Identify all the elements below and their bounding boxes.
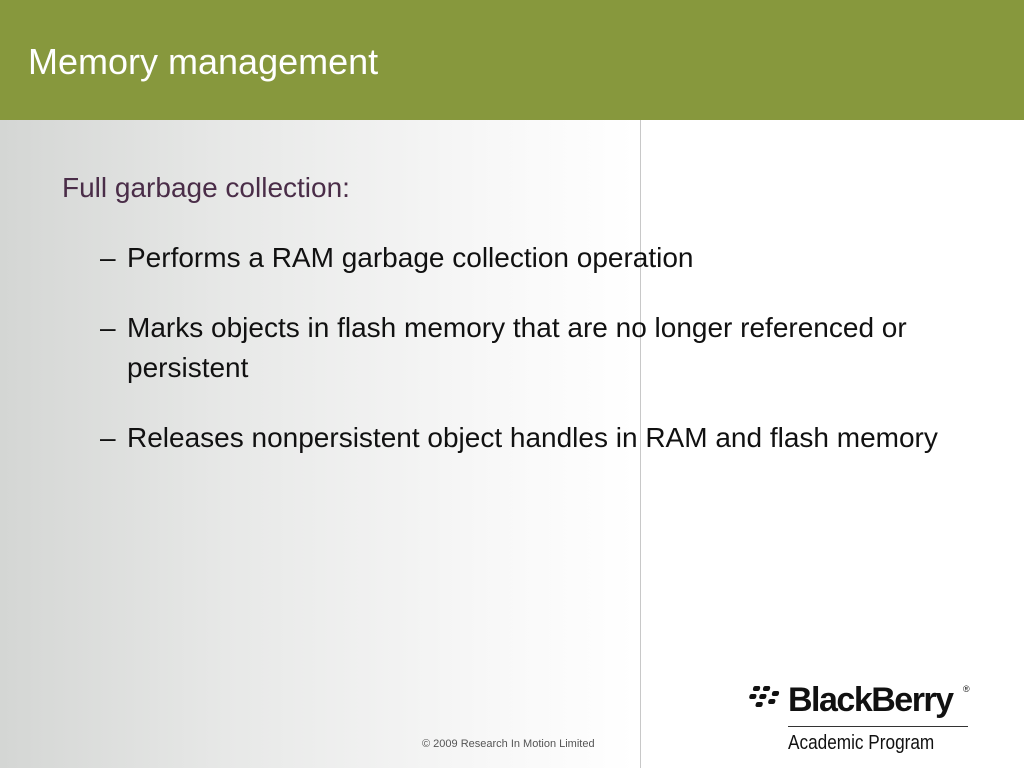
bullet-dash: – <box>100 312 116 343</box>
logo-wordmark: BlackBerry <box>788 681 954 719</box>
content-heading: Full garbage collection: <box>62 172 350 203</box>
slide-title: Memory management <box>28 41 379 82</box>
bullet-text: Marks objects in flash memory that are n… <box>127 312 907 383</box>
title-bar: Memory management <box>0 0 1024 120</box>
logo-registered-mark: ® <box>963 684 970 694</box>
divider-line <box>640 120 641 768</box>
bullet-text: Releases nonpersistent object handles in… <box>127 422 938 453</box>
logo-subtitle: Academic Program <box>788 732 935 754</box>
blackberry-logo-icon <box>749 686 780 707</box>
blackberry-logo: BlackBerry ® Academic Program <box>748 678 978 758</box>
bullet-list: – Performs a RAM garbage collection oper… <box>100 238 940 488</box>
bullet-text: Performs a RAM garbage collection operat… <box>127 242 694 273</box>
logo-divider <box>788 726 968 727</box>
list-item: – Marks objects in flash memory that are… <box>100 308 940 388</box>
list-item: – Releases nonpersistent object handles … <box>100 418 940 458</box>
bullet-dash: – <box>100 242 116 273</box>
bullet-dash: – <box>100 422 116 453</box>
list-item: – Performs a RAM garbage collection oper… <box>100 238 940 278</box>
copyright-notice: © 2009 Research In Motion Limited <box>422 738 595 750</box>
